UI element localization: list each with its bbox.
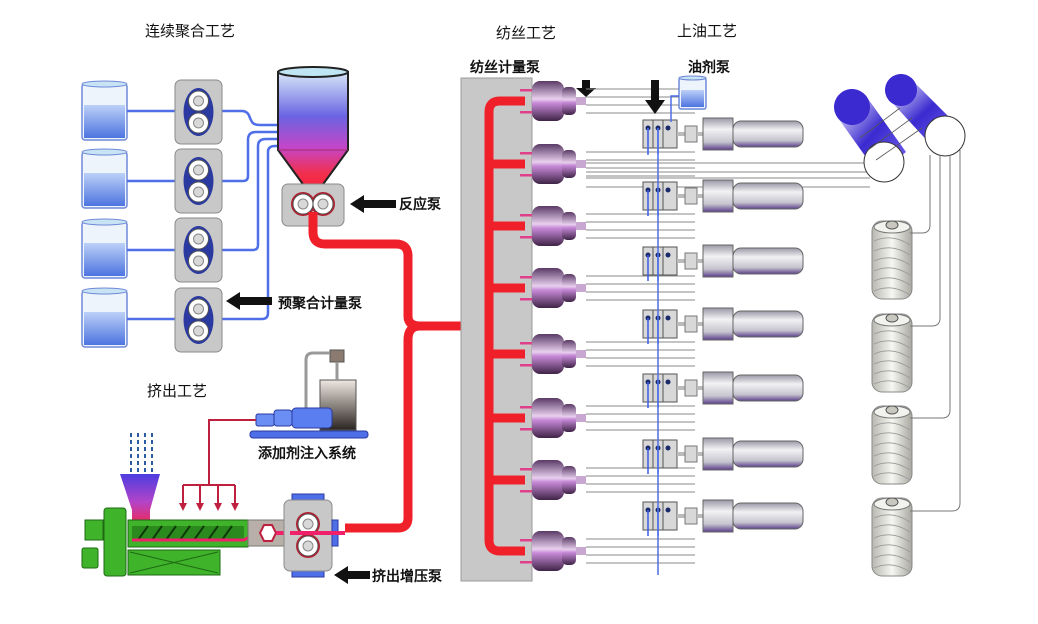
section-title-polymerization: 连续聚合工艺	[145, 22, 236, 40]
winding-threads	[910, 150, 961, 512]
spin-pack	[520, 334, 586, 374]
prepolymer-pump	[174, 217, 223, 283]
oiling-units	[642, 117, 804, 536]
label-spinning-metering-pump: 纺丝计量泵	[470, 60, 540, 76]
prepolymer-pump	[174, 287, 223, 353]
reaction-pump-arrow	[350, 195, 396, 213]
spin-pack	[520, 144, 586, 184]
take-up-bobbin	[871, 313, 913, 393]
oiling-unit	[642, 371, 804, 408]
filament-threads	[586, 88, 870, 564]
oiling-unit	[642, 437, 804, 474]
label-oil-pump: 油剂泵	[688, 60, 730, 76]
godet-roll	[885, 74, 966, 157]
raw-material-tank	[81, 148, 128, 209]
label-reaction-pump: 反应泵	[399, 197, 441, 213]
spin-pack	[520, 206, 586, 246]
reactor-vessel	[277, 66, 349, 200]
raw-material-tank	[81, 80, 128, 141]
oiling-unit	[642, 117, 804, 154]
label-extrusion-booster-pump: 挤出增压泵	[372, 569, 442, 585]
spin-pack	[520, 460, 586, 500]
oil-distribution-lines	[647, 128, 659, 575]
raw-material-feed-lines	[127, 109, 278, 321]
raw-material-tank	[81, 287, 128, 348]
spin-pack	[520, 268, 586, 308]
spin-packs	[520, 81, 586, 571]
take-up-bobbin	[871, 405, 913, 485]
extruder	[81, 433, 290, 577]
spinning-manifold	[484, 96, 525, 556]
godet-rolls	[834, 74, 966, 183]
oiling-unit	[642, 244, 804, 281]
spin-pack	[520, 531, 586, 571]
prepolymer-pump	[174, 148, 223, 214]
label-prepolymer-metering-pump: 预聚合计量泵	[278, 296, 362, 312]
prepolymer-pump	[174, 79, 223, 145]
melt-pipelines	[308, 212, 470, 533]
label-additive-injection-system: 添加剂注入系统	[258, 446, 356, 462]
oiling-unit	[642, 307, 804, 344]
oiling-unit	[642, 179, 804, 216]
oiling-unit	[642, 499, 804, 536]
prepolymer-pump-arrow	[226, 292, 272, 310]
raw-material-tank	[81, 218, 128, 279]
reaction-pump	[281, 183, 345, 227]
section-title-extrusion: 挤出工艺	[147, 382, 208, 400]
take-up-bobbins	[871, 220, 913, 577]
section-title-oiling: 上油工艺	[677, 22, 738, 40]
booster-pump-arrow	[334, 566, 370, 584]
spinning-pump-arrow	[576, 80, 596, 97]
raw-material-tanks	[81, 80, 128, 348]
godet-roll	[834, 89, 906, 183]
oiling-arrow	[645, 80, 665, 114]
section-title-spinning: 纺丝工艺	[496, 24, 557, 42]
oil-tank	[670, 75, 707, 122]
spin-pack	[520, 398, 586, 438]
take-up-bobbin	[871, 497, 913, 577]
prepolymer-metering-pumps	[174, 79, 223, 353]
spin-pack	[520, 81, 586, 121]
extrusion-booster-pump	[283, 493, 345, 578]
take-up-bobbin	[871, 220, 913, 300]
additive-injection-system	[179, 349, 369, 511]
